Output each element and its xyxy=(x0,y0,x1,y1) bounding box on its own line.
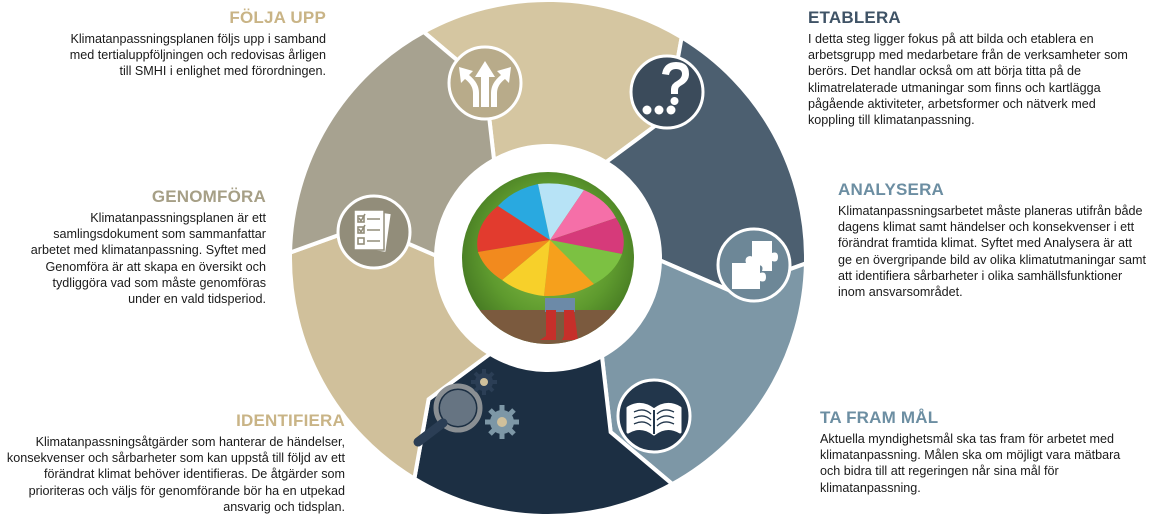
checklist-icon xyxy=(336,194,412,270)
magnifier-gears-icon xyxy=(413,369,519,447)
stage-folja-upp: FÖLJA UPP Klimatanpassningsplanen följs … xyxy=(60,8,326,80)
stage-title: ANALYSERA xyxy=(838,180,945,199)
stage-title: GENOMFÖRA xyxy=(151,187,266,206)
ring-segment-genomfora xyxy=(287,29,497,259)
question-bubble-icon xyxy=(629,54,705,130)
stage-description: Aktuella myndighetsmål ska tas fram för … xyxy=(820,432,1121,495)
ring-segment-ta-fram xyxy=(412,351,676,518)
puzzle-icon xyxy=(716,227,792,303)
stage-description: Klimatanpassningsåtgärder som hanterar d… xyxy=(6,435,345,514)
ring-segment-etablera xyxy=(602,34,808,293)
stage-genomfora: GENOMFÖRA Klimatanpassningsplanen är ett… xyxy=(20,187,266,307)
ring-segment-identifiera xyxy=(288,223,494,482)
stage-title: TA FRAM MÅL xyxy=(820,408,939,427)
stage-title: ETABLERA xyxy=(808,8,901,27)
stage-title: FÖLJA UPP xyxy=(229,8,326,27)
stage-etablera: ETABLERA I detta steg ligger fokus på at… xyxy=(808,8,1138,128)
stage-analysera: ANALYSERA Klimatanpassningsarbetet måste… xyxy=(838,180,1148,300)
stage-description: I detta steg ligger fokus på att bilda o… xyxy=(808,32,1128,128)
open-book-icon xyxy=(616,378,692,454)
stage-ta-fram-mal: TA FRAM MÅL Aktuella myndighetsmål ska t… xyxy=(820,408,1140,496)
ring-segment-folja xyxy=(420,0,684,165)
rainbow-umbrella-photo xyxy=(452,162,644,354)
diverging-arrows-icon xyxy=(447,45,523,121)
stage-identifiera: IDENTIFIERA Klimatanpassningsåtgärder so… xyxy=(0,411,345,515)
stage-description: Klimatanpassningsplanen är ett samlingsd… xyxy=(30,211,266,307)
stage-description: Klimatanpassningsplanen följs upp i samb… xyxy=(69,32,326,79)
stage-title: IDENTIFIERA xyxy=(236,411,345,430)
stage-description: Klimatanpassningsarbetet måste planeras … xyxy=(838,204,1147,300)
